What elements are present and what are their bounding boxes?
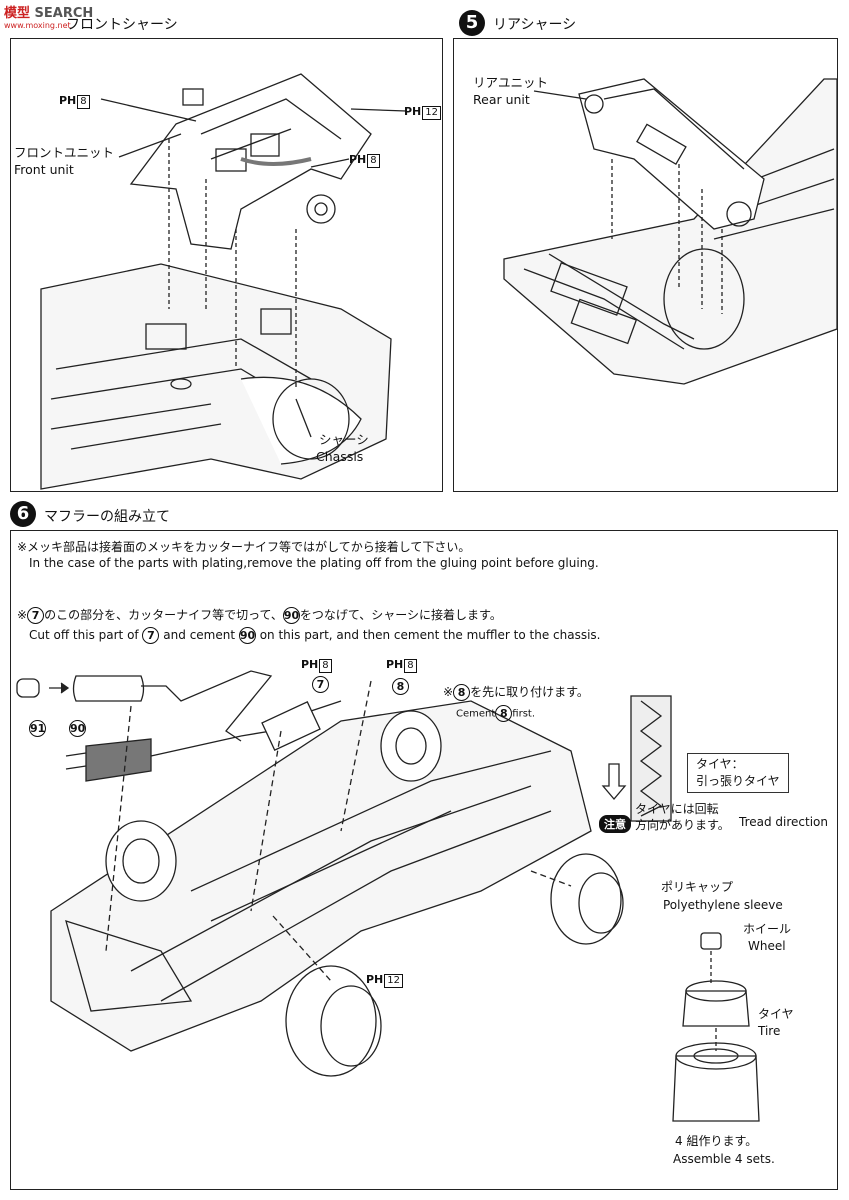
tread-note-jp-2: 方向があります。 [635,818,730,832]
part-7-circle: 7 [312,676,329,693]
first-note-text: を先に取り付けます。 [470,685,589,699]
wheel-label-jp: ホイール [743,922,792,936]
part-90-label: 90 [69,718,86,737]
cut-note-en-b: and cement [163,628,236,642]
ph8-part7-prefix: PH [301,658,319,671]
ph12-step6-prefix: PH [366,973,384,986]
step5-title: リアシャーシ [493,17,577,33]
part-7-callout: 7 [27,607,45,624]
plating-note-en: In the case of the parts with plating,re… [29,556,599,570]
step5-panel: リアユニット Rear unit [453,38,838,492]
part-8-label: 8 [392,676,409,695]
watermark-text: SEARCH [34,6,94,21]
tread-direction-label: Tread direction [739,815,828,829]
ph8-label-a-num: 8 [77,95,90,109]
rear-unit-label-en: Rear unit [473,92,530,107]
cut-note-en-c: on this part, and then cement the muffle… [259,628,601,642]
watermark-logo: 模型 SEARCH www.moxing.net [4,2,93,30]
chassis-label-en: Chassis [316,449,364,464]
rear-chassis-illustration [503,78,838,385]
front-unit-label-jp: フロントユニット [14,145,115,160]
muffler-assembly-illustration [16,670,760,1122]
part-91-circle: 91 [29,720,46,737]
ph8-part8-prefix: PH [386,658,404,671]
watermark-url: www.moxing.net [4,21,71,30]
first-note-en-b: first. [512,708,536,720]
polycap-label-en: Polyethylene sleeve [663,898,783,912]
part-7-callout-en: 7 [142,627,160,644]
part-90-circle: 90 [69,720,86,737]
cut-note-mid: のこの部分を、カッターナイフ等で切って、 [44,608,283,622]
front-chassis-illustration [40,73,407,490]
watermark-logo-text: 模型 [4,6,31,21]
step5-number: 5 [459,10,485,36]
ph12-label-num: 12 [422,106,442,120]
ph8-part7-num: 8 [319,659,332,673]
step6-number: 6 [10,501,36,527]
sets-label-en: Assemble 4 sets. [673,1152,775,1166]
rear-unit-label-jp: リアユニット [473,75,549,90]
first-note-en-a: Cement [456,708,496,720]
step6-panel: ※メッキ部品は接着面のメッキをカッターナイフ等ではがしてから接着して下さい。 I… [10,530,838,1190]
first-part-8-callout-en: 8 [495,705,513,722]
part-7-label: 7 [312,674,329,693]
step4-title: フロントシャーシ [66,17,178,33]
ph8-label-b-num: 8 [367,154,380,168]
tread-note-jp-1: タイヤには回転 [635,802,719,816]
part-8-circle: 8 [392,678,409,695]
ph8-label-a-prefix: PH [59,94,77,107]
plating-note-jp: ※メッキ部品は接着面のメッキをカッターナイフ等ではがしてから接着して下さい。 [17,540,471,554]
front-unit-label-en: Front unit [14,162,74,177]
tire-label-jp: タイヤ [758,1007,794,1021]
tire-type-line1: タイヤ： [696,757,744,771]
cut-note-end: をつなげて、シャーシに接着します。 [299,608,502,622]
cut-note-prefix: ※ [17,608,28,622]
tire-label-en: Tire [758,1024,781,1038]
step6-title: マフラーの組み立て [44,509,170,525]
polycap-label-jp: ポリキャップ [661,880,734,894]
caution-badge: 注意 [599,813,631,833]
ph12-step6-num: 12 [384,974,404,988]
cut-note-en-a: Cut off this part of [29,628,139,642]
chassis-label-jp: シャーシ [319,432,369,447]
first-part-8-callout: 8 [453,684,471,701]
cut-note-en: Cut off this part of 7 and cement 90 on … [29,627,600,644]
sets-label-jp: 4 組作ります。 [675,1134,758,1148]
tire-type-box: タイヤ： 引っ張りタイヤ [687,753,789,793]
part-90-callout: 90 [282,607,300,624]
ph8-label-b-prefix: PH [349,153,367,166]
tire-type-line2: 引っ張りタイヤ [696,774,780,788]
caution-badge-text: 注意 [599,815,631,833]
part-90-callout-en: 90 [238,627,256,644]
part-91-label: 91 [29,718,46,737]
wheel-label-en: Wheel [748,939,786,953]
ph12-label-prefix: PH [404,105,422,118]
ph8-part8-num: 8 [404,659,417,673]
first-note-prefix: ※ [443,685,454,699]
